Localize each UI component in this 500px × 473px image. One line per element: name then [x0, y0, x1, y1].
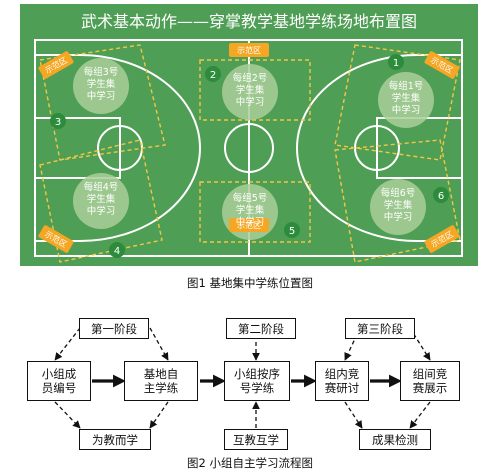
court-diagram: 武术基本动作——穿掌教学基地学练场地布置图 示范区 示范区 示范区 示范区 示范…	[20, 4, 478, 266]
box-intragroup-competition: 组内竞 赛研讨	[315, 361, 369, 401]
stage-2-box: 第二阶段	[226, 318, 296, 339]
group-5-label-line1: 每组5号	[233, 192, 268, 204]
flow-arrows	[54, 327, 431, 429]
group-1-label-line2: 学生集	[392, 92, 421, 104]
group-number-badges	[50, 54, 449, 258]
box-member-numbering: 小组成 员编号	[27, 361, 91, 401]
group-2-label-line1: 每组2号	[233, 72, 268, 84]
figure-2-caption: 图2 小组自主学习流程图	[187, 456, 313, 470]
group-6-label-line2: 学生集	[384, 199, 413, 211]
group-labels: 每组1号 学生集 中学习 每组2号 学生集 中学习 每组3号 学生集 中学习 每…	[84, 66, 424, 228]
group-4-label-line2: 学生集	[87, 193, 116, 205]
box-learn-to-teach: 为教而学	[79, 429, 151, 450]
box-intergroup-competition: 组间竞 赛展示	[400, 361, 460, 401]
group-3-label-line1: 每组3号	[84, 66, 119, 78]
group-6-label-line1: 每组6号	[381, 187, 416, 199]
box-base-self-practice: 基地自 主学练	[124, 361, 198, 401]
group-2-label-line2: 学生集	[236, 84, 265, 96]
box-sequential-practice: 小组按序 号学练	[224, 361, 290, 401]
mat-label-bottom: 示范区	[237, 220, 261, 230]
court-title: 武术基本动作——穿掌教学基地学练场地布置图	[81, 12, 417, 31]
group-6-number: 6	[438, 191, 444, 202]
stage-3-box: 第三阶段	[345, 318, 415, 339]
group-6-label-line3: 中学习	[384, 211, 413, 223]
group-5-number: 5	[289, 226, 295, 237]
stage-1-box: 第一阶段	[79, 318, 149, 339]
group-3-label-line3: 中学习	[87, 90, 116, 102]
group-3-number: 3	[55, 117, 61, 128]
mat-label-top: 示范区	[237, 45, 261, 55]
box-result-test: 成果检测	[359, 429, 431, 450]
demo-mats	[38, 43, 460, 253]
group-1-number: 1	[393, 58, 399, 69]
group-5-label-line2: 学生集	[236, 204, 265, 216]
group-2-number: 2	[210, 70, 216, 81]
group-4-number: 4	[114, 246, 120, 257]
group-4-label-line3: 中学习	[87, 205, 116, 217]
box-mutual-teaching: 互教互学	[224, 429, 288, 450]
group-5-label-line3: 中学习	[236, 216, 265, 228]
figure-1-caption: 图1 基地集中学练位置图	[187, 276, 313, 290]
group-2-label-line3: 中学习	[236, 96, 265, 108]
group-4-label-line1: 每组4号	[84, 181, 119, 193]
group-3-label-line2: 学生集	[87, 78, 116, 90]
group-1-label-line3: 中学习	[392, 104, 421, 116]
group-number-labels: 1 2 3 4 5 6	[55, 58, 444, 257]
group-1-label-line1: 每组1号	[389, 80, 424, 92]
